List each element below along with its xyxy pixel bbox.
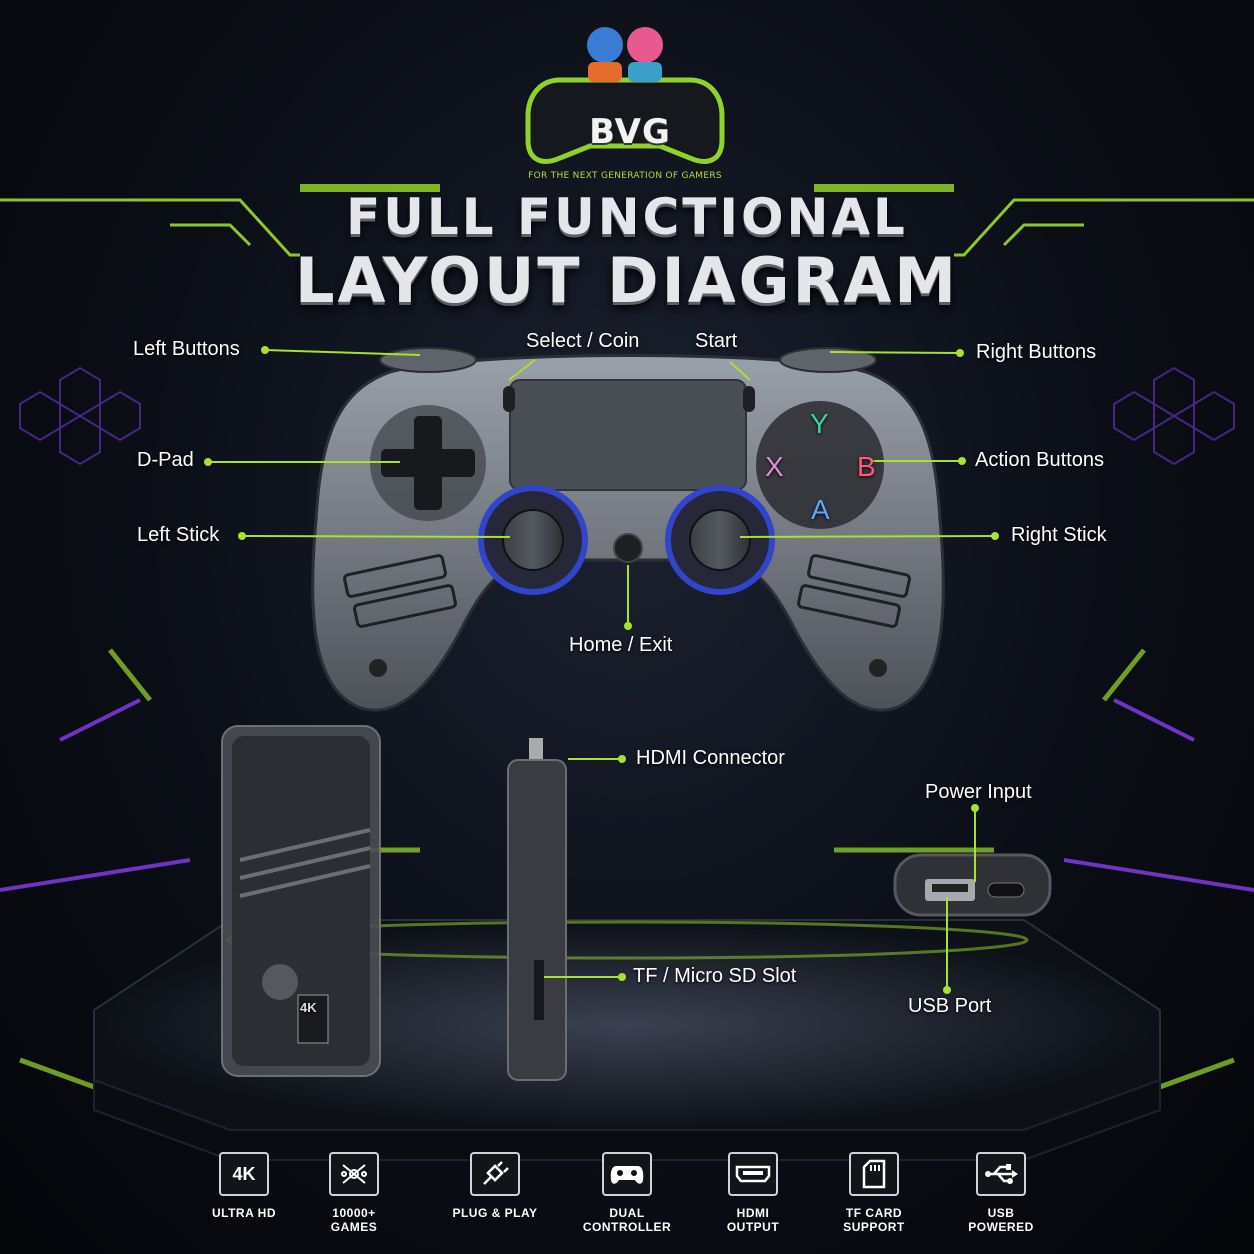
label-home-exit: Home / Exit <box>569 634 673 656</box>
left-bumper <box>379 347 477 373</box>
feature-plug-play: PLUG & PLAY <box>440 1152 550 1220</box>
title-frame-lines <box>0 198 1254 257</box>
games-icon <box>329 1152 379 1196</box>
page-title-line1: FULL FUNCTIONAL <box>346 188 908 246</box>
platform-edge <box>93 1078 1161 1161</box>
controller-graphic <box>311 347 945 712</box>
touchpad <box>509 379 747 491</box>
label-hdmi-connector: HDMI Connector <box>636 747 785 769</box>
plug-icon <box>470 1152 520 1196</box>
hex-pattern-left <box>19 366 141 466</box>
start-button <box>743 386 755 412</box>
hex-pattern-right <box>1113 366 1235 466</box>
left-stick-cap <box>502 509 564 571</box>
button-a-glyph: A <box>811 494 830 525</box>
label-action-buttons: Action Buttons <box>975 449 1104 471</box>
label-left-stick: Left Stick <box>137 524 220 546</box>
button-b-glyph: B <box>857 451 876 482</box>
purple-accent-lines <box>0 698 1254 892</box>
brand-tagline: FOR THE NEXT GENERATION OF GAMERS <box>528 171 722 181</box>
dpad-horizontal <box>381 449 475 477</box>
game-stick-end <box>893 853 1052 917</box>
usb-icon <box>976 1152 1026 1196</box>
feature-games: 10000+GAMES <box>299 1152 409 1234</box>
select-button <box>503 386 515 412</box>
label-usb-port: USB Port <box>908 995 992 1017</box>
label-select-coin: Select / Coin <box>526 330 640 352</box>
label-right-stick: Right Stick <box>1011 524 1107 546</box>
button-x-glyph: X <box>765 451 784 482</box>
bvg-logo-frame <box>525 27 725 164</box>
home-button <box>613 533 643 563</box>
gamepad-icon <box>602 1152 652 1196</box>
feature-ultra-hd: 4K ULTRA HD <box>189 1152 299 1220</box>
page-title-line2: LAYOUT DIAGRAM <box>295 244 959 317</box>
label-right-buttons: Right Buttons <box>976 341 1097 363</box>
logo-text: BVG <box>589 112 671 152</box>
button-y-glyph: Y <box>810 408 829 439</box>
callout-lines <box>208 349 996 990</box>
device-4k-badge: 4K <box>300 1000 317 1015</box>
right-bumper <box>779 347 877 373</box>
game-stick-side <box>507 738 567 1081</box>
game-stick-front <box>221 725 381 1077</box>
sd-card-icon <box>849 1152 899 1196</box>
brand-logo: BVG <box>540 22 720 182</box>
label-power-input: Power Input <box>925 781 1032 803</box>
label-left-buttons: Left Buttons <box>133 338 240 360</box>
right-stick-cap <box>689 509 751 571</box>
label-start: Start <box>695 330 738 352</box>
callout-dots <box>204 346 999 994</box>
hdmi-icon <box>728 1152 778 1196</box>
4k-icon: 4K <box>219 1152 269 1196</box>
label-dpad: D-Pad <box>137 449 194 471</box>
label-tf-slot: TF / Micro SD Slot <box>633 965 797 987</box>
